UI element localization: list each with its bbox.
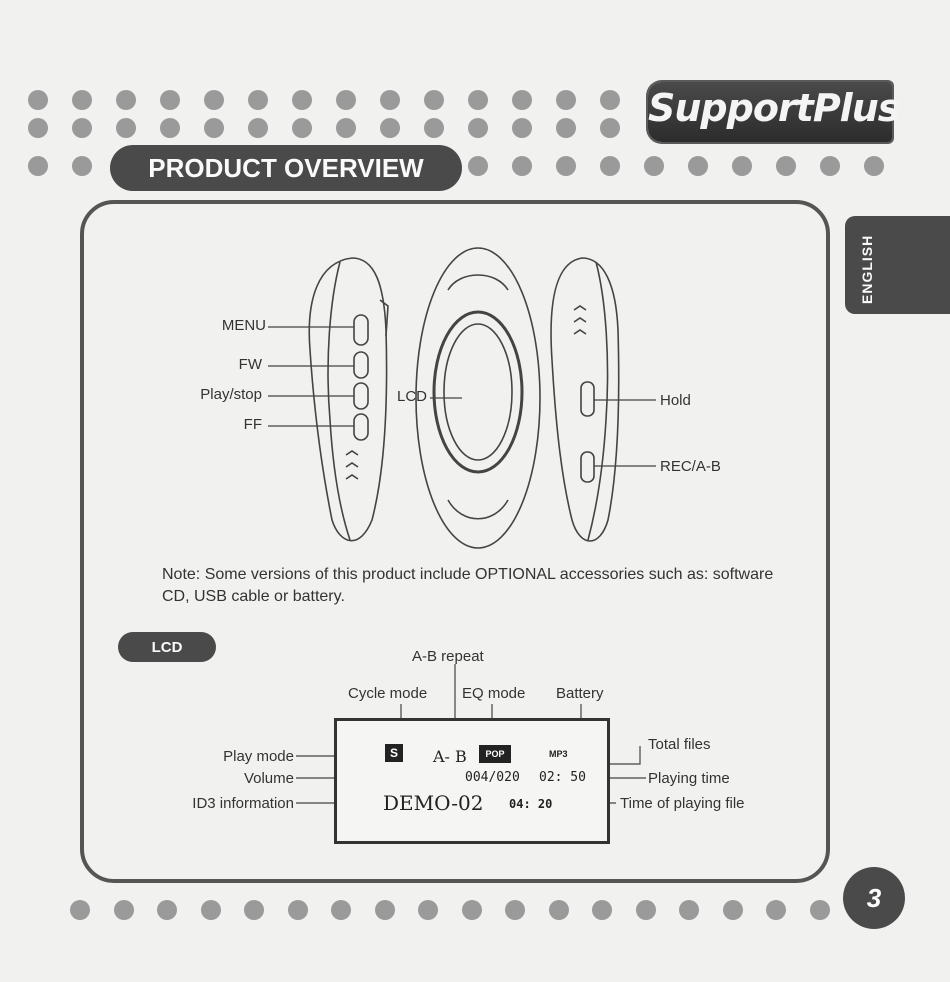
cycle-mode-indicator: S [385,744,403,762]
player-side-view-right [550,257,620,542]
decorative-dot [809,900,830,920]
decorative-dot [331,900,351,920]
decorative-dot [600,118,620,138]
decorative-dot [556,118,576,138]
decorative-dot [336,118,356,138]
decorative-dot [380,90,400,110]
decorative-dot [776,156,796,176]
decorative-dot [244,900,264,920]
label-battery: Battery [556,685,604,702]
format-indicator: MP3 [549,749,568,759]
decorative-dot [116,90,136,110]
decorative-dot [424,90,444,110]
decorative-dot [28,156,48,176]
eq-mode-indicator: POP [479,745,511,763]
label-ab-repeat: A-B repeat [412,648,484,665]
id3-readout: DEMO-02 [383,791,484,815]
decorative-dot [468,90,488,110]
decorative-dot [556,90,576,110]
player-side-view-left [308,257,389,542]
page-number: 3 [843,867,905,929]
decorative-dot [512,156,532,176]
decorative-dot [644,156,664,176]
decorative-dot [864,156,884,176]
decorative-dot [468,156,488,176]
decorative-dot [732,156,752,176]
section-title: PRODUCT OVERVIEW [110,145,462,191]
decorative-dot [424,118,444,138]
decorative-dot [512,118,532,138]
decorative-dot [116,118,136,138]
decorative-dot [72,90,92,110]
decorative-dot [679,900,699,920]
player-front-view [415,247,541,549]
file-counter: 004/020 [465,770,520,785]
label-volume: Volume [243,770,294,787]
label-total-files: Total files [648,736,711,753]
diagram-callouts [268,326,656,467]
decorative-dot [592,900,612,920]
decorative-dot [468,118,488,138]
decorative-dot [820,156,840,176]
note-text: Note: Some versions of this product incl… [162,566,774,605]
decorative-dot [292,118,312,138]
decorative-dot [374,900,395,920]
label-playing-time: Playing time [648,770,730,787]
decorative-dot [688,156,708,176]
decorative-dot [160,118,180,138]
decorative-dot [204,118,224,138]
decorative-dot [28,90,48,110]
brand-logo-text: SupportPlus [648,86,900,130]
decorative-dot [113,900,134,920]
decorative-dot [556,156,576,176]
decorative-dot [72,118,92,138]
lcd-section-title: LCD [118,632,216,662]
label-fw: FW [238,356,262,373]
label-lcd: LCD [397,388,428,405]
decorative-dot [157,900,177,920]
decorative-dot [461,900,482,920]
decorative-dot [70,900,90,920]
decorative-dot [418,900,438,920]
label-cycle-mode: Cycle mode [348,685,428,702]
decorative-dot [766,900,786,920]
label-play-stop: Play/stop [200,386,262,403]
decorative-dot [548,900,569,920]
label-hold: Hold [660,392,691,409]
label-rec-ab: REC/A-B [660,458,721,475]
decorative-dot [600,156,620,176]
decorative-dot [600,90,620,110]
decorative-dot [72,156,92,176]
label-menu: MENU [221,317,266,334]
decorative-dot [204,90,224,110]
label-play-mode: Play mode [223,748,294,765]
decorative-dot [287,900,308,920]
decorative-dot [248,90,268,110]
content-panel [80,200,830,883]
file-time-readout: 04: 20 [509,797,553,811]
playing-time-readout: 02: 50 [539,770,586,785]
decorative-dot [635,900,656,920]
lcd-screen: S A- B POP MP3 004/020 02: 50 DEMO-02 04… [334,718,610,844]
label-eq-mode: EQ mode [462,685,526,702]
label-id3-information: ID3 information [192,795,294,812]
decorative-dot [512,90,532,110]
decorative-dot [28,118,48,138]
decorative-dot [200,900,221,920]
decorative-dot [505,900,525,920]
decorative-dot [160,90,180,110]
brand-logo: SupportPlus [648,82,900,142]
ab-repeat-indicator: A- B [433,747,467,766]
decorative-dot [292,90,312,110]
language-tab: ENGLISH [845,216,950,314]
decorative-dot [380,118,400,138]
decorative-dot [722,900,743,920]
label-time-of-playing-file: Time of playing file [620,795,745,812]
label-ff: FF [243,416,262,433]
decorative-dot [248,118,268,138]
decorative-dot [336,90,356,110]
